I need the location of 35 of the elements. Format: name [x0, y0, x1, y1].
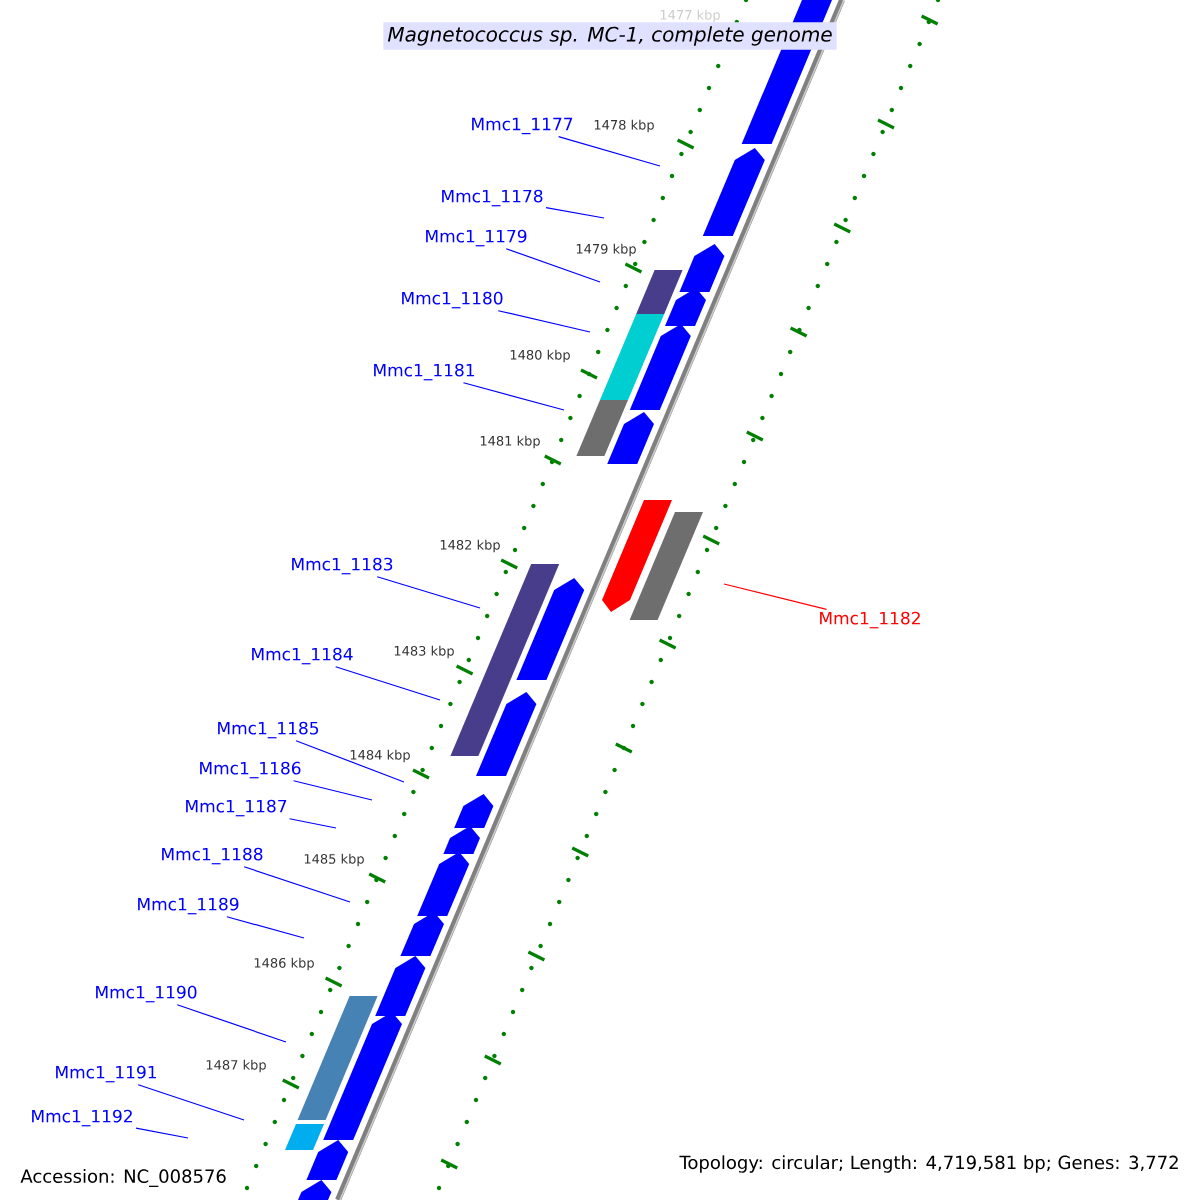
- leader-line: [335, 666, 441, 701]
- gene-label: Mmc1_1188: [162, 847, 263, 865]
- leader-line: [176, 1004, 287, 1043]
- leader-line: [497, 310, 591, 333]
- gene-label: Mmc1_1189: [138, 897, 239, 915]
- title: Magnetococcus sp. MC-1, complete genome: [383, 22, 837, 50]
- accession-text: Accession: NC_008576: [18, 1167, 229, 1189]
- gene-label: Mmc1_1192: [32, 1109, 132, 1127]
- leader-line: [292, 780, 373, 801]
- leader-line: [295, 740, 405, 783]
- leader-line: [505, 248, 601, 283]
- leader-line: [243, 866, 351, 903]
- leader-line: [462, 382, 565, 411]
- gene-label: Mmc1_1191: [56, 1065, 157, 1083]
- leader-line: [135, 1127, 189, 1139]
- summary-text: Topology: circular; Length: 4,719,581 bp; Genes: 3,772: [677, 1153, 1182, 1175]
- gene-label: Mmc1_1183: [292, 557, 393, 575]
- gene-label: Mmc1_1187: [186, 799, 287, 817]
- gene-label: Mmc1_1190: [96, 985, 197, 1003]
- leader-line: [226, 916, 305, 939]
- leader-line: [558, 136, 661, 167]
- gene-label: Mmc1_1181: [374, 363, 475, 381]
- leader-line: [723, 583, 828, 610]
- gene-label: Mmc1_1182: [820, 611, 920, 629]
- gene-label: Mmc1_1177: [472, 117, 573, 135]
- leader-line: [545, 207, 605, 219]
- leader-line: [376, 576, 481, 609]
- leader-line: [288, 818, 337, 829]
- leader-line: [137, 1084, 245, 1121]
- gene-label: Mmc1_1179: [426, 229, 527, 247]
- gene-label: Mmc1_1186: [200, 761, 301, 779]
- gene-label: Mmc1_1184: [252, 647, 353, 665]
- gene-label: Mmc1_1185: [218, 721, 319, 739]
- gene-label: Mmc1_1180: [402, 291, 503, 309]
- gene-label: Mmc1_1178: [442, 189, 543, 207]
